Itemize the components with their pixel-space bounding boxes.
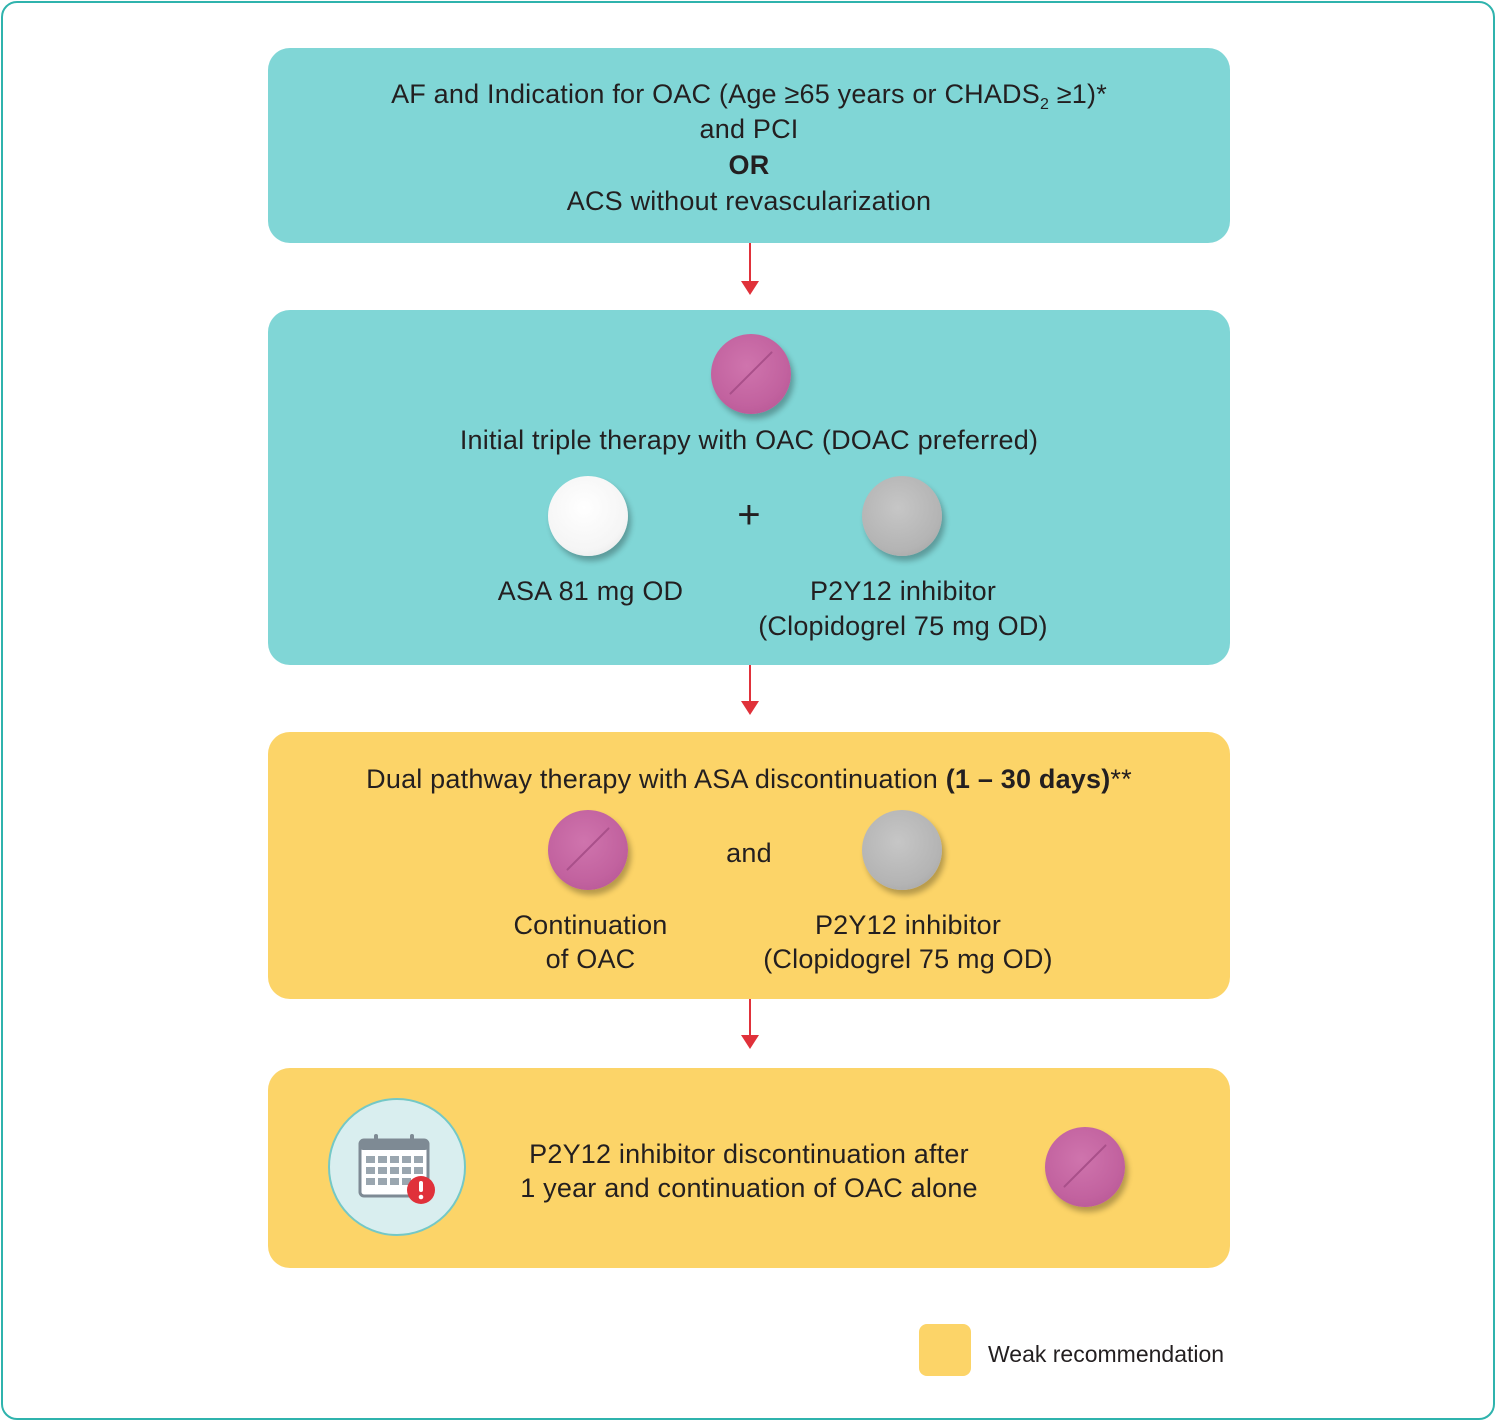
indication-line-1-suffix: ≥1)*	[1049, 79, 1107, 109]
chads-subscript: 2	[1039, 96, 1050, 113]
discontinuation-line-2: 1 year and continuation of OAC alone	[520, 1173, 978, 1203]
p2y12-label-line-2: (Clopidogrel 75 mg OD)	[758, 611, 1048, 641]
legend-label-weak: Weak recommendation	[988, 1341, 1225, 1367]
indication-or: OR	[728, 150, 770, 180]
discontinuation-box: P2Y12 inhibitor discontinuation after 1 …	[268, 1068, 1230, 1268]
indication-box: AF and Indication for OAC (Age ≥65 years…	[268, 48, 1230, 243]
dual-therapy-title-text: Dual pathway therapy with ASA discontinu…	[366, 764, 946, 794]
pink-pill-icon	[548, 810, 628, 890]
legend-swatch-weak	[919, 1324, 971, 1376]
dual-therapy-title: Dual pathway therapy with ASA discontinu…	[268, 762, 1230, 797]
dual-therapy-box: Dual pathway therapy with ASA discontinu…	[268, 732, 1230, 999]
triple-therapy-title: Initial triple therapy with OAC (DOAC pr…	[459, 425, 1039, 455]
dual-therapy-footnote-mark: **	[1110, 764, 1132, 794]
indication-line-1-text: AF and Indication for OAC (Age ≥65 years…	[391, 79, 1040, 109]
discontinuation-line-1: P2Y12 inhibitor discontinuation after	[529, 1139, 969, 1169]
dual-therapy-duration: (1 – 30 days)	[945, 764, 1111, 794]
plus-sign: +	[737, 493, 761, 537]
pink-pill-icon	[711, 334, 791, 414]
asa-label: ASA 81 mg OD	[497, 576, 684, 606]
indication-line-2: and PCI	[699, 114, 799, 144]
indication-line-1: AF and Indication for OAC (Age ≥65 years…	[268, 77, 1230, 113]
indication-line-4: ACS without revascularization	[566, 186, 932, 216]
triple-therapy-box: Initial triple therapy with OAC (DOAC pr…	[268, 310, 1230, 665]
p2y12-label-line-2: (Clopidogrel 75 mg OD)	[763, 944, 1053, 974]
oac-continuation-line-1: Continuation	[513, 910, 668, 940]
p2y12-label-line-1: P2Y12 inhibitor	[814, 910, 1002, 940]
grey-pill-icon	[862, 810, 942, 890]
flow-arrow-2	[741, 665, 759, 717]
oac-continuation-line-2: of OAC	[545, 944, 636, 974]
calendar-alert-icon	[328, 1098, 466, 1236]
flow-arrow-3	[741, 999, 759, 1051]
pink-pill-icon	[1045, 1127, 1125, 1207]
grey-pill-icon	[862, 476, 942, 556]
and-label: and	[726, 838, 772, 868]
white-pill-icon	[548, 476, 628, 556]
flow-arrow-1	[741, 243, 759, 295]
p2y12-label-line-1: P2Y12 inhibitor	[809, 576, 997, 606]
